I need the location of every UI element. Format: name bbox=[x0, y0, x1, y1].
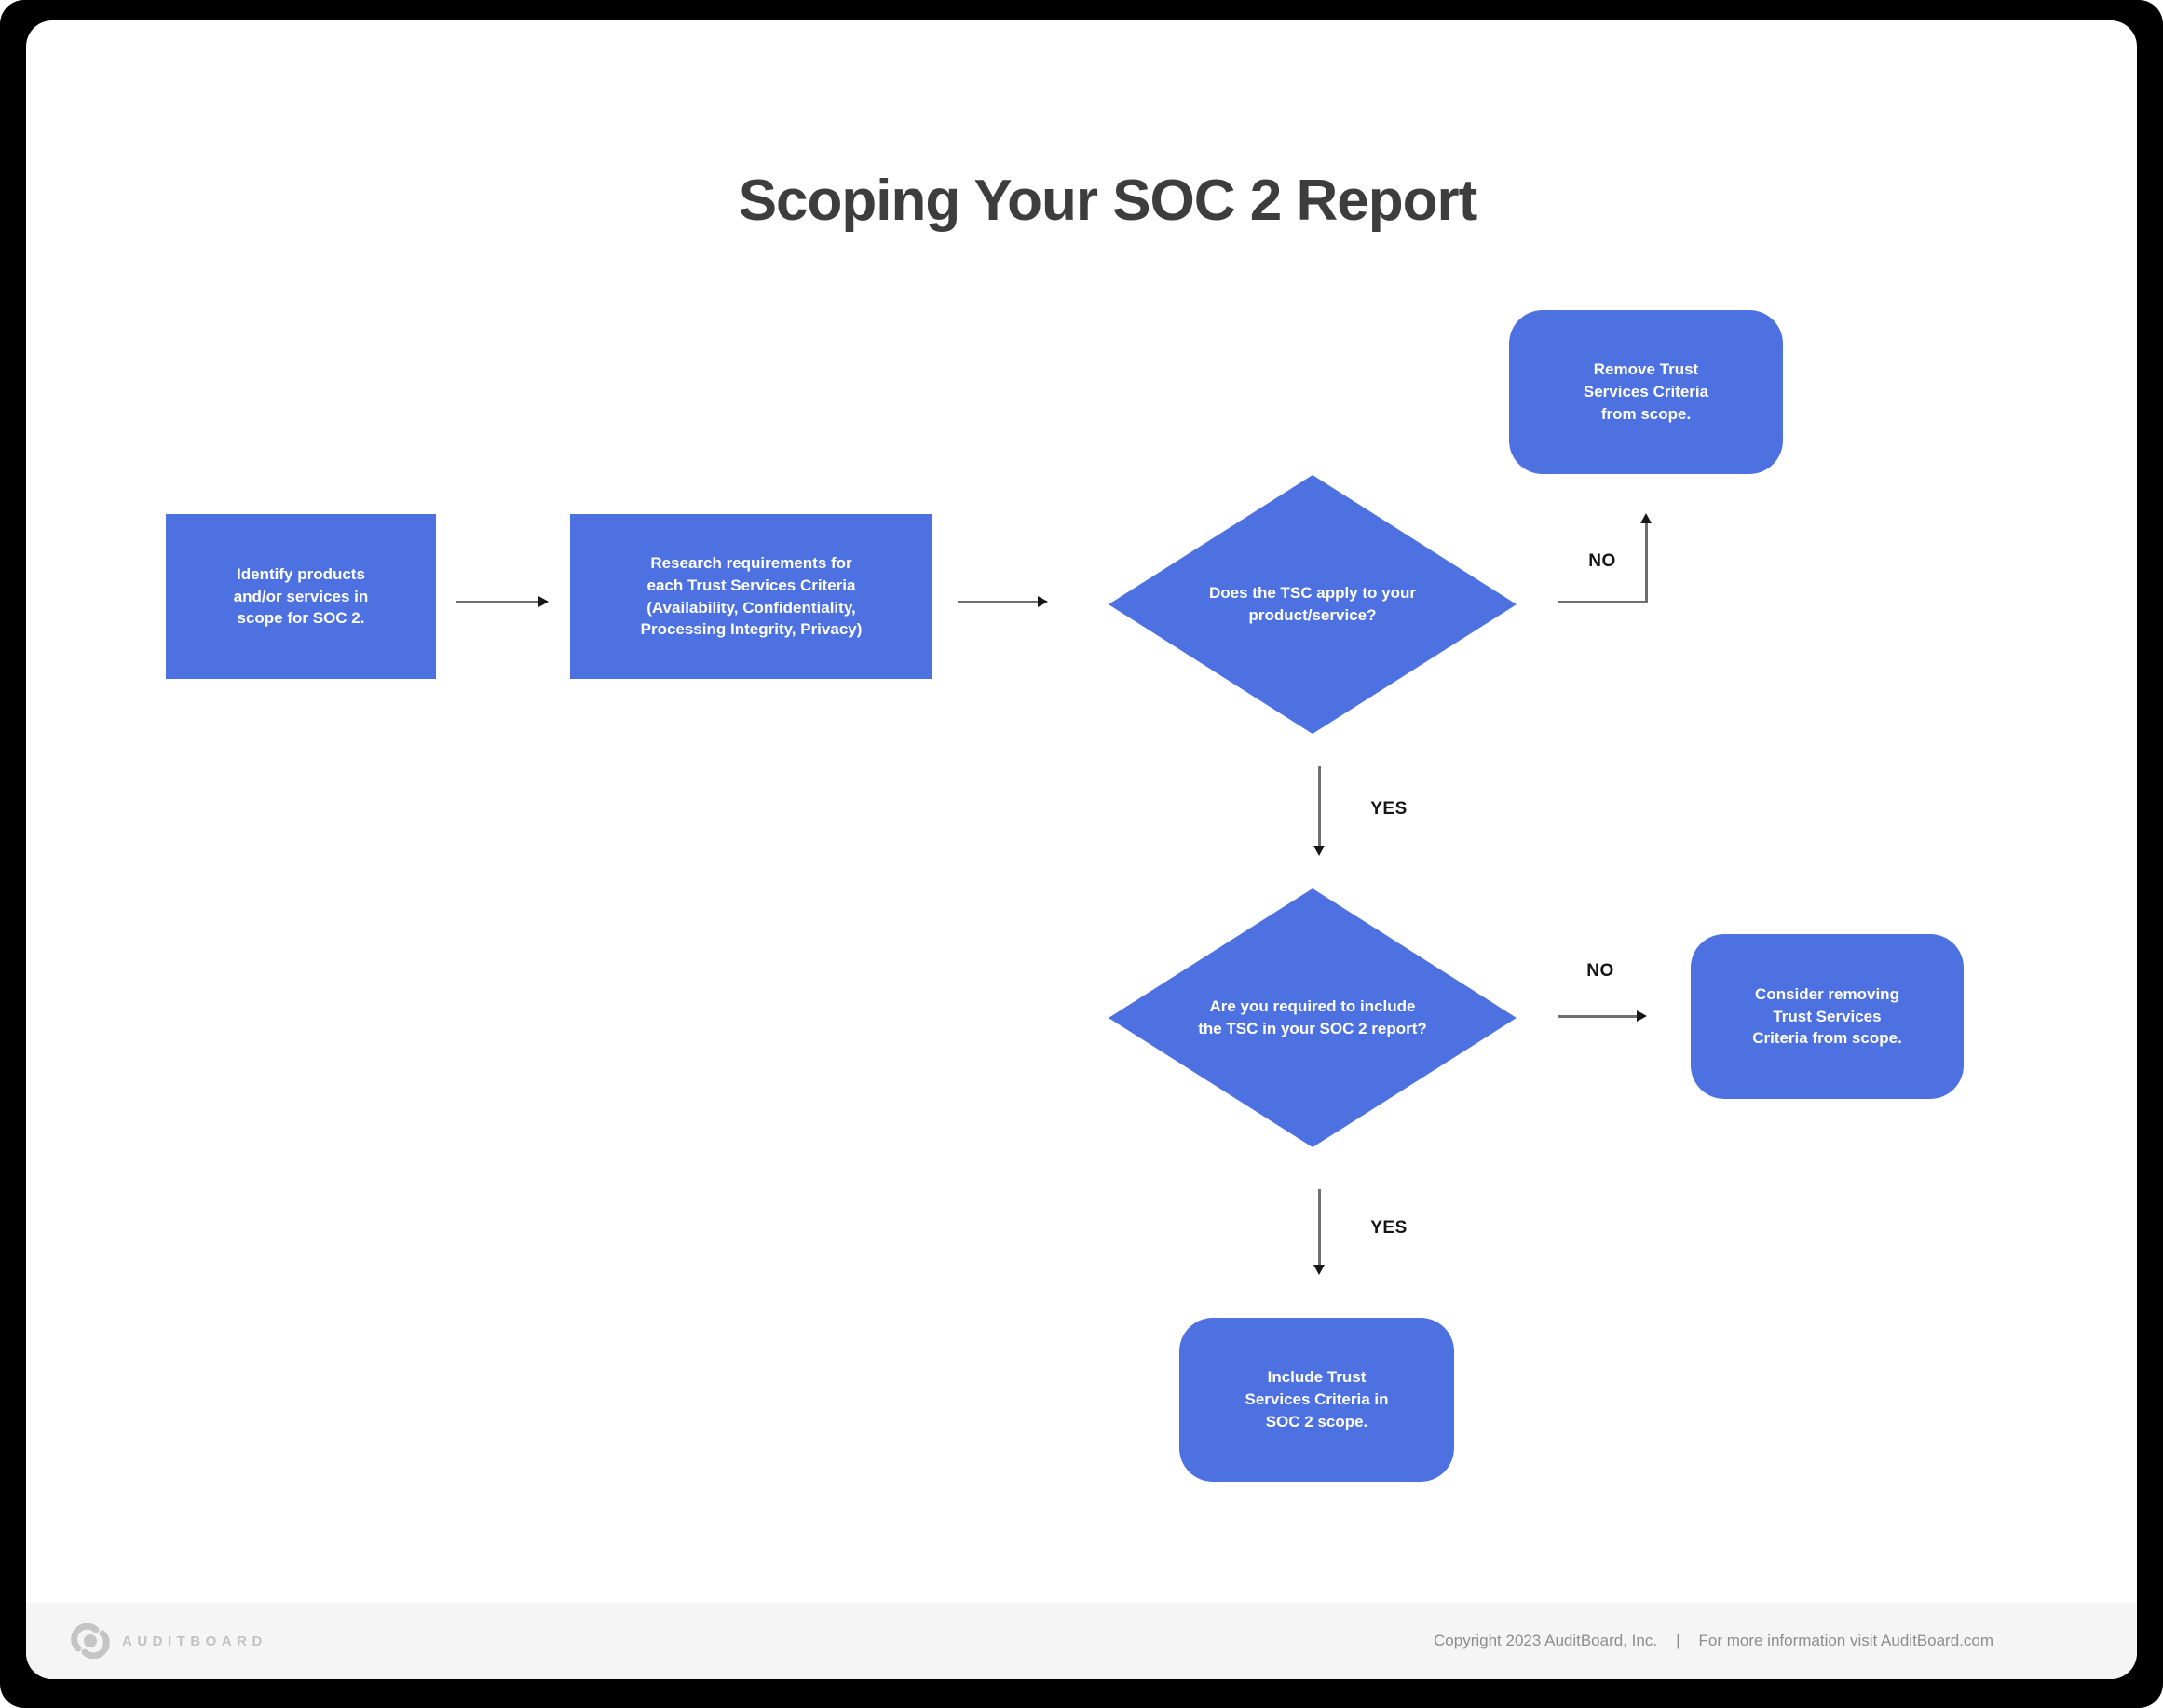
footer-text: Copyright 2023 AuditBoard, Inc. | For mo… bbox=[1434, 1632, 1993, 1650]
auditboard-wordmark: AUDITBOARD bbox=[122, 1633, 267, 1649]
arrow-decision1-yes-head bbox=[1313, 846, 1325, 856]
edge-label-yes-2: YES bbox=[1370, 1218, 1408, 1238]
footer-separator: | bbox=[1676, 1632, 1680, 1649]
arrow-decision1-no-vline bbox=[1645, 523, 1648, 603]
flow-node-identify-products: Identify products and/or services in sco… bbox=[166, 514, 436, 679]
arrow-decision1-no-head bbox=[1640, 513, 1652, 523]
arrow-step2-to-decision1-head bbox=[1038, 596, 1048, 607]
edge-label-no-2: NO bbox=[1586, 961, 1614, 981]
arrow-decision2-no-head bbox=[1637, 1010, 1647, 1022]
arrow-step2-to-decision1-line bbox=[958, 601, 1038, 603]
flow-node-research-requirements: Research requirements for each Trust Ser… bbox=[570, 514, 932, 679]
flow-decision-tsc-required-label: Are you required to include the TSC in y… bbox=[1198, 997, 1427, 1037]
edge-label-yes-1: YES bbox=[1370, 799, 1408, 819]
arrow-step1-to-step2-line bbox=[456, 601, 538, 603]
flow-node-identify-products-label: Identify products and/or services in sco… bbox=[233, 564, 369, 628]
footer: AUDITBOARD Copyright 2023 AuditBoard, In… bbox=[26, 1603, 2137, 1679]
page-canvas: Scoping Your SOC 2 Report AUDITBOARD Cop… bbox=[26, 20, 2137, 1679]
flow-node-research-requirements-label: Research requirements for each Trust Ser… bbox=[640, 553, 863, 639]
arrow-decision1-no-hline bbox=[1558, 601, 1648, 603]
edge-label-no-1: NO bbox=[1588, 551, 1616, 571]
flow-decision-tsc-apply-label: Does the TSC apply to your product/servi… bbox=[1209, 584, 1416, 624]
flow-node-remove-tsc-label: Remove Trust Services Criteria from scop… bbox=[1583, 360, 1709, 423]
arrow-decision2-no-line bbox=[1558, 1015, 1637, 1018]
footer-info: For more information visit AuditBoard.co… bbox=[1698, 1632, 1993, 1649]
arrow-decision1-yes-line bbox=[1318, 766, 1321, 847]
flow-node-include-tsc-label: Include Trust Services Criteria in SOC 2… bbox=[1245, 1368, 1389, 1430]
flow-node-consider-removing: Consider removing Trust Services Criteri… bbox=[1691, 934, 1964, 1099]
arrow-decision2-yes-line bbox=[1318, 1189, 1321, 1266]
footer-copyright: Copyright 2023 AuditBoard, Inc. bbox=[1434, 1632, 1658, 1649]
flow-node-consider-removing-label: Consider removing Trust Services Criteri… bbox=[1752, 984, 1902, 1048]
page-title: Scoping Your SOC 2 Report bbox=[738, 169, 1478, 233]
flow-node-remove-tsc: Remove Trust Services Criteria from scop… bbox=[1509, 310, 1783, 474]
arrow-decision2-yes-head bbox=[1313, 1265, 1325, 1275]
auditboard-logo: AUDITBOARD bbox=[70, 1623, 267, 1659]
auditboard-logo-icon bbox=[71, 1623, 110, 1659]
flow-node-include-tsc: Include Trust Services Criteria in SOC 2… bbox=[1179, 1318, 1454, 1482]
arrow-step1-to-step2-head bbox=[538, 596, 549, 607]
